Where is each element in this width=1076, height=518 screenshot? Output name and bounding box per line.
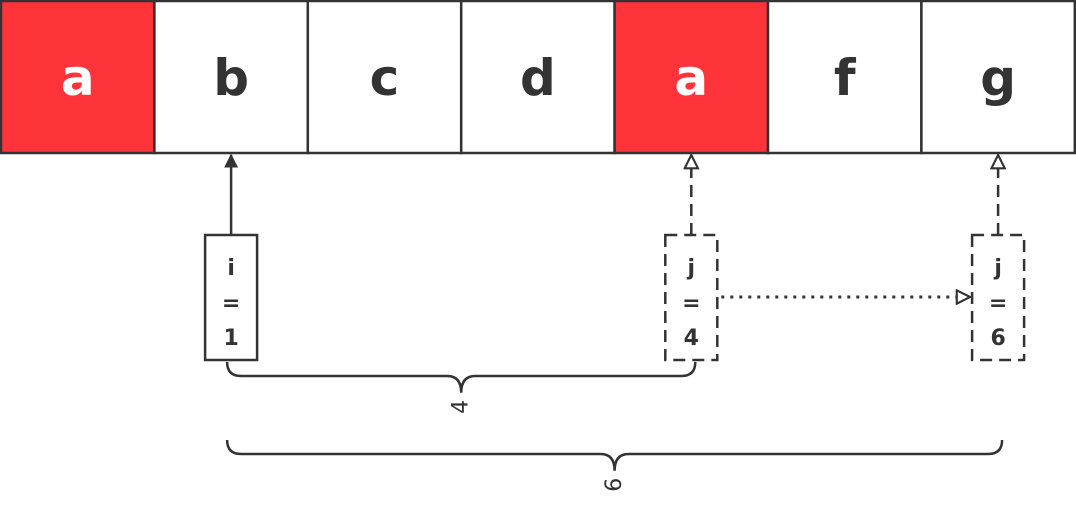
pointer-text: j [993,256,1002,281]
pointer-text: 4 [684,326,699,351]
pointer-box-2: j = 6 [970,233,1026,362]
curly-brace [225,361,697,393]
curly-brace [225,439,1004,471]
array-cell: a [0,0,156,155]
pointer-text: j [687,256,696,281]
pointer-text: i [227,256,235,281]
brace-label: 6 [602,478,627,492]
pointer-box-frame [664,233,719,362]
pointer-text: = [989,291,1007,316]
brace-0: 4 [225,361,697,414]
pointer-box-frame [970,233,1026,362]
distance-braces: 46 [225,361,1004,492]
pointer-box-1: j = 4 [664,233,719,362]
array-cell: a [613,0,770,155]
pointer-text: = [682,291,700,316]
cell-box [0,0,156,155]
array-cell: g [920,0,1076,155]
cell-label: d [520,49,556,107]
pointer-box-frame [203,233,259,362]
array-cell: b [153,0,310,155]
brace-1: 6 [225,439,1004,492]
pointer-text: 1 [223,326,238,351]
cell-box [920,0,1076,155]
cell-label: b [213,49,249,107]
array-cell: d [459,0,616,155]
cell-box [766,0,923,155]
cell-label: f [834,49,857,107]
array-cell: f [766,0,923,155]
pointer-box-0: i = 1 [203,233,259,362]
pointer-text: = [222,291,240,316]
pointer-arrows [224,153,998,235]
pointer-boxes: i = 1 j = 4 j = 6 [203,233,1026,362]
brace-label: 4 [449,400,474,414]
cell-label: a [674,49,708,107]
cell-label: a [61,49,95,107]
array-cell: c [306,0,463,155]
cell-label: c [370,49,400,107]
cell-box [153,0,310,155]
pointer-text: 6 [990,326,1005,351]
cell-box [613,0,770,155]
cell-box [306,0,463,155]
cell-label: g [980,49,1016,107]
